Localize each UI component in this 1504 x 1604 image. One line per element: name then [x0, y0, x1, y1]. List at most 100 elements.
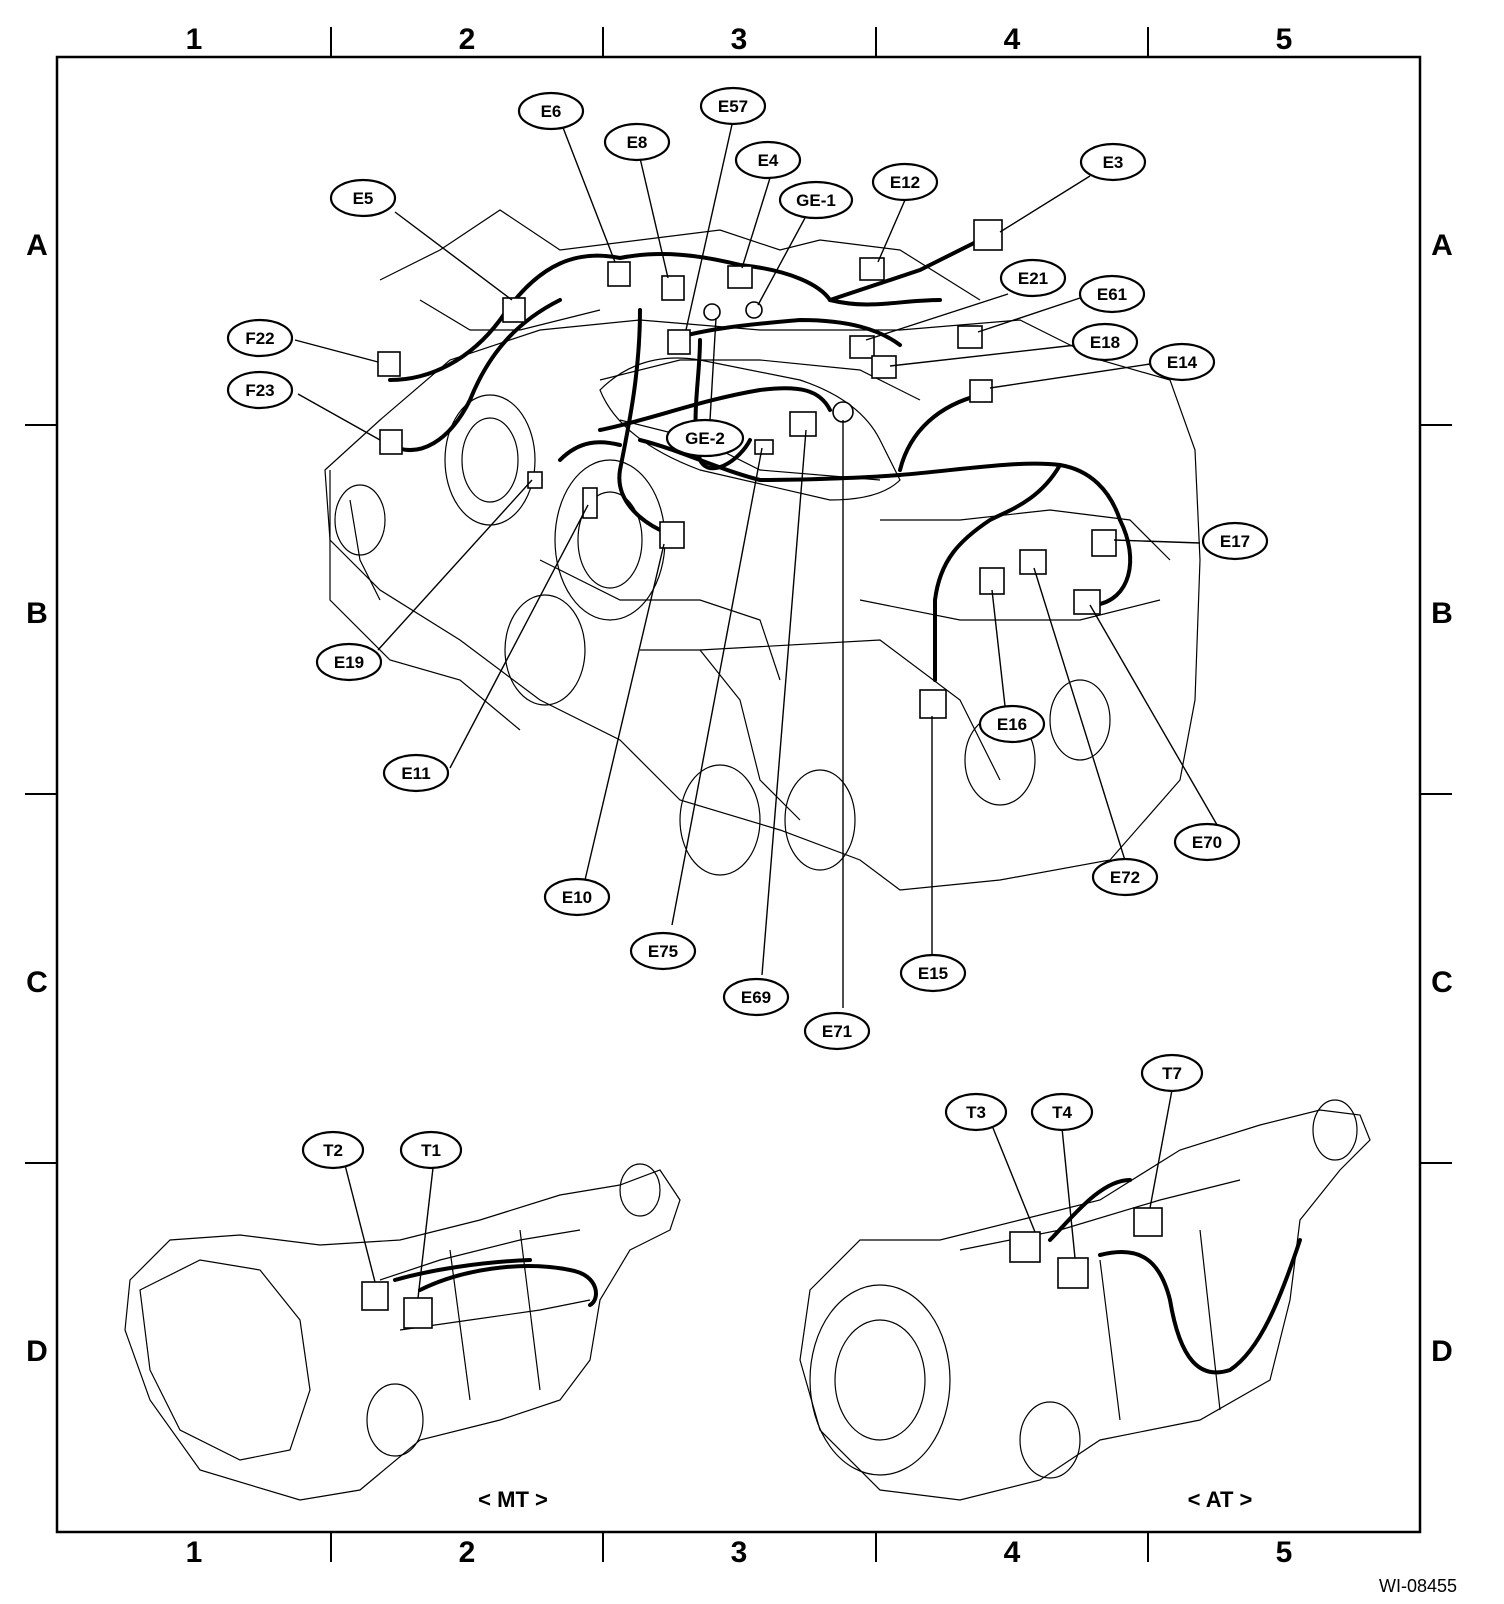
connector-e69-body [789, 411, 817, 437]
callout-t1-label: T1 [421, 1141, 441, 1160]
mt-transmission-illustration [124, 1163, 681, 1501]
row-label-d-right: D [1431, 1335, 1453, 1368]
callout-e3-bubble [1079, 142, 1147, 182]
col-label-1-top: 1 [186, 23, 203, 56]
at-transmission-illustration [799, 1099, 1371, 1501]
connector-e61-body [957, 325, 983, 349]
col-label-5-bottom: 5 [1276, 1536, 1293, 1569]
grid-column-labels-top: 1 2 3 4 5 [186, 23, 1293, 56]
connector-e57-body [667, 329, 691, 355]
col-label-3-bottom: 3 [731, 1536, 748, 1569]
col-label-3-top: 3 [731, 23, 748, 56]
connector-e15-body [919, 689, 947, 719]
connector-e6-body [607, 261, 631, 287]
grid-row-labels-right: A B C D [1431, 229, 1453, 1368]
callout-e69-label: E69 [741, 988, 771, 1007]
connector-f23-body [379, 429, 403, 455]
engine-connectors [377, 219, 1117, 719]
callout-e15-bubble [899, 953, 967, 993]
connector-t3-body [1009, 1231, 1041, 1263]
callout-t4-bubble [1030, 1092, 1094, 1132]
callout-e14-label: E14 [1167, 353, 1198, 372]
callout-t3-label: T3 [966, 1103, 986, 1122]
callout-e75-label: E75 [648, 942, 678, 961]
callout-ge2-label: GE-2 [685, 429, 725, 448]
callout-t7-bubble [1140, 1053, 1204, 1093]
callout-e19-label: E19 [334, 653, 364, 672]
connector-e14-body [969, 379, 993, 403]
engine-leader-lines [294, 119, 1221, 1008]
callout-e10-bubble [543, 877, 611, 917]
callout-ge1-label: GE-1 [796, 191, 836, 210]
callout-e70-label: E70 [1192, 833, 1222, 852]
grid-column-labels-bottom: 1 2 3 4 5 [186, 1536, 1293, 1569]
callout-t3-bubble [944, 1092, 1008, 1132]
callout-e18-label: E18 [1090, 333, 1120, 352]
row-label-d-left: D [26, 1335, 48, 1368]
ground-ge2-terminal [703, 303, 721, 321]
callout-e11-label: E11 [401, 764, 430, 783]
callout-e72-label: E72 [1110, 868, 1140, 887]
callout-e11-bubble [382, 753, 450, 793]
engine-callouts: E6 E57 E8 E4 GE-1 E12 E3 E5 E21 E61 F22 … [226, 86, 1269, 1051]
connector-e8-body [661, 275, 685, 301]
callout-t7-label: T7 [1162, 1064, 1182, 1083]
engine-harness [388, 238, 1133, 682]
callout-e4-bubble [734, 140, 802, 180]
callout-e15-label: E15 [918, 964, 948, 983]
callout-e61-bubble [1078, 274, 1146, 314]
callout-e10-label: E10 [562, 888, 592, 907]
at-callouts: T3 T4 T7 < AT > [944, 1053, 1253, 1512]
connector-t4-body [1057, 1257, 1089, 1289]
callout-e5-label: E5 [353, 189, 374, 208]
callout-e16-label: E16 [997, 715, 1027, 734]
callout-e71-bubble [803, 1011, 871, 1051]
connector-e70-body [1073, 589, 1101, 615]
callout-e5-bubble [329, 178, 397, 218]
callout-e21-bubble [999, 258, 1067, 298]
callout-t2-label: T2 [323, 1141, 343, 1160]
callout-e61-label: E61 [1097, 285, 1127, 304]
col-label-4-bottom: 4 [1004, 1536, 1021, 1569]
connector-e19-body [527, 471, 543, 489]
at-variant-label: < AT > [1188, 1487, 1253, 1512]
row-label-b-left: B [26, 597, 48, 630]
connector-e75-body [754, 439, 774, 455]
callout-e17-label: E17 [1220, 532, 1250, 551]
col-label-2-bottom: 2 [459, 1536, 476, 1569]
callout-t2-bubble [301, 1130, 365, 1170]
row-label-b-right: B [1431, 597, 1453, 630]
callout-e21-label: E21 [1018, 269, 1048, 288]
mt-callouts: T2 T1 < MT > [301, 1130, 548, 1512]
grid-ticks [25, 27, 1452, 1562]
connector-e71-body [832, 401, 854, 423]
callout-e16-bubble [978, 704, 1046, 744]
callout-e14-bubble [1148, 342, 1216, 382]
callout-f22-bubble [226, 318, 294, 358]
callout-e19-bubble [315, 642, 383, 682]
row-label-a-left: A [26, 229, 48, 262]
col-label-5-top: 5 [1276, 23, 1293, 56]
callout-ge1-bubble [778, 180, 854, 220]
connector-t1-body [403, 1297, 433, 1329]
connector-e21-body [849, 335, 875, 359]
connector-t2-body [361, 1281, 389, 1311]
connector-e4-body [727, 265, 753, 289]
figure-id: WI-08455 [1379, 1576, 1457, 1596]
connector-e17-body [1091, 529, 1117, 557]
callout-e71-label: E71 [822, 1022, 852, 1041]
callout-e57-bubble [699, 86, 767, 126]
connector-t7-body [1133, 1207, 1163, 1237]
col-label-2-top: 2 [459, 23, 476, 56]
row-label-a-right: A [1431, 229, 1453, 262]
callout-f22-label: F22 [245, 329, 274, 348]
callout-e69-bubble [722, 977, 790, 1017]
connector-e18-body [871, 355, 897, 379]
mt-variant-label: < MT > [478, 1487, 548, 1512]
row-label-c-right: C [1431, 966, 1453, 999]
col-label-4-top: 4 [1004, 23, 1021, 56]
connector-e3-body [973, 219, 1003, 251]
callout-e18-bubble [1071, 322, 1139, 362]
grid-row-labels-left: A B C D [26, 229, 48, 1368]
